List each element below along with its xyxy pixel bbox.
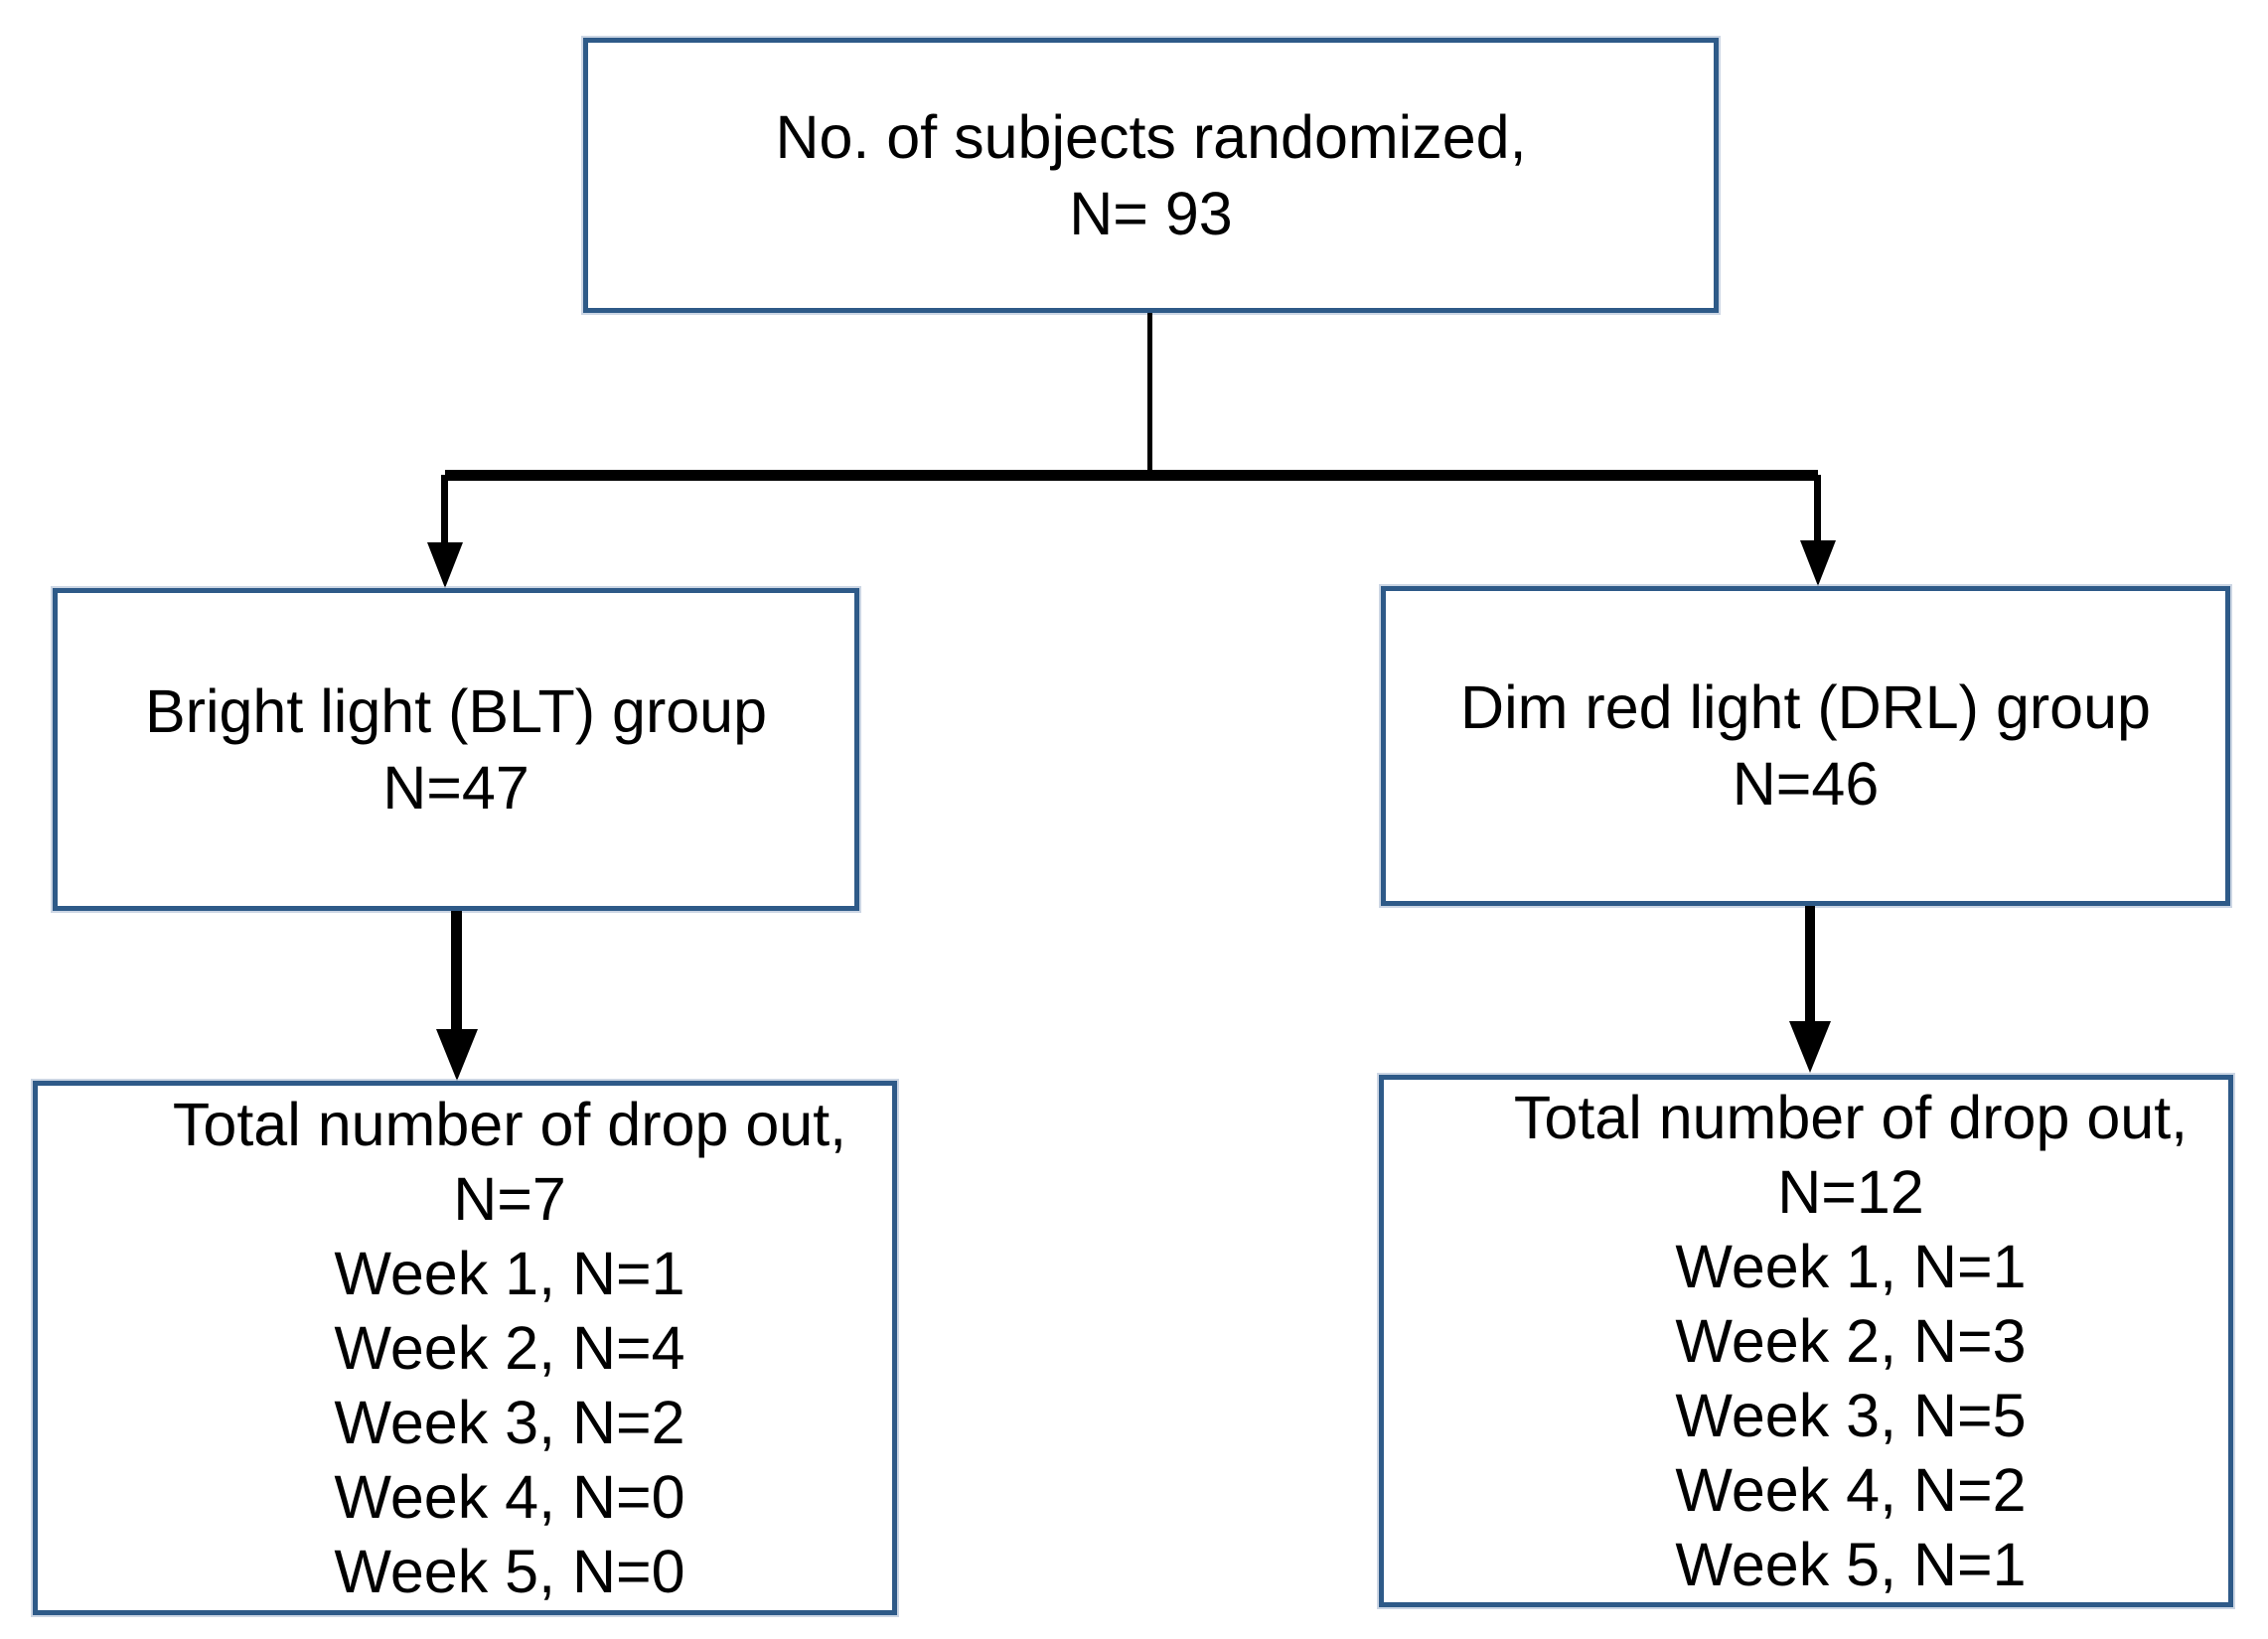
box-text-line: Week 3, N=2 <box>334 1388 685 1456</box>
randomized-box: No. of subjects randomized, N= 93 <box>583 38 1719 313</box>
connector-branch-bar <box>445 470 1818 481</box>
box-text-line: N= 93 <box>1069 179 1233 247</box>
drl-group-box: Dim red light (DRL) group N=46 <box>1381 586 2230 906</box>
box-text-line: Week 5, N=0 <box>334 1537 685 1605</box>
drl-dropout-box: Total number of drop out, N=12 Week 1, N… <box>1379 1075 2233 1607</box>
connector-blt-to-dropout <box>451 911 462 1029</box>
box-text-line: Week 5, N=1 <box>1675 1530 2027 1598</box>
connector-stem <box>1147 313 1152 475</box>
box-text-line: Week 4, N=0 <box>334 1462 685 1531</box>
box-text-line: N=7 <box>453 1164 566 1233</box>
box-text-line: Week 2, N=4 <box>334 1313 685 1382</box>
down-arrowhead-icon <box>1800 540 1836 586</box>
box-text-line: Bright light (BLT) group <box>144 676 768 745</box>
box-text-line: Total number of drop out, <box>1513 1083 2189 1151</box>
box-text-line: Week 3, N=5 <box>1675 1381 2027 1449</box>
box-text-line: Week 4, N=2 <box>1675 1455 2027 1524</box>
box-text-line: Week 1, N=1 <box>334 1239 685 1307</box>
blt-group-box: Bright light (BLT) group N=47 <box>53 588 859 911</box>
box-text-line: N=47 <box>382 753 529 821</box>
box-text-line: No. of subjects randomized, <box>775 102 1527 171</box>
box-text-line: N=46 <box>1732 750 1880 818</box>
down-arrowhead-icon <box>436 1029 478 1081</box>
blt-dropout-box: Total number of drop out, N=7 Week 1, N=… <box>33 1081 897 1615</box>
down-arrowhead-icon <box>1789 1021 1831 1073</box>
connector-to-blt <box>441 475 448 542</box>
box-text-line: N=12 <box>1777 1157 1924 1226</box>
box-text-line: Total number of drop out, <box>172 1090 847 1158</box>
box-text-line: Week 1, N=1 <box>1675 1232 2027 1300</box>
box-text-line: Week 2, N=3 <box>1675 1306 2027 1375</box>
box-text-line: Dim red light (DRL) group <box>1460 673 2151 741</box>
connector-to-drl <box>1814 475 1821 540</box>
connector-drl-to-dropout <box>1805 906 1815 1023</box>
down-arrowhead-icon <box>427 542 463 588</box>
